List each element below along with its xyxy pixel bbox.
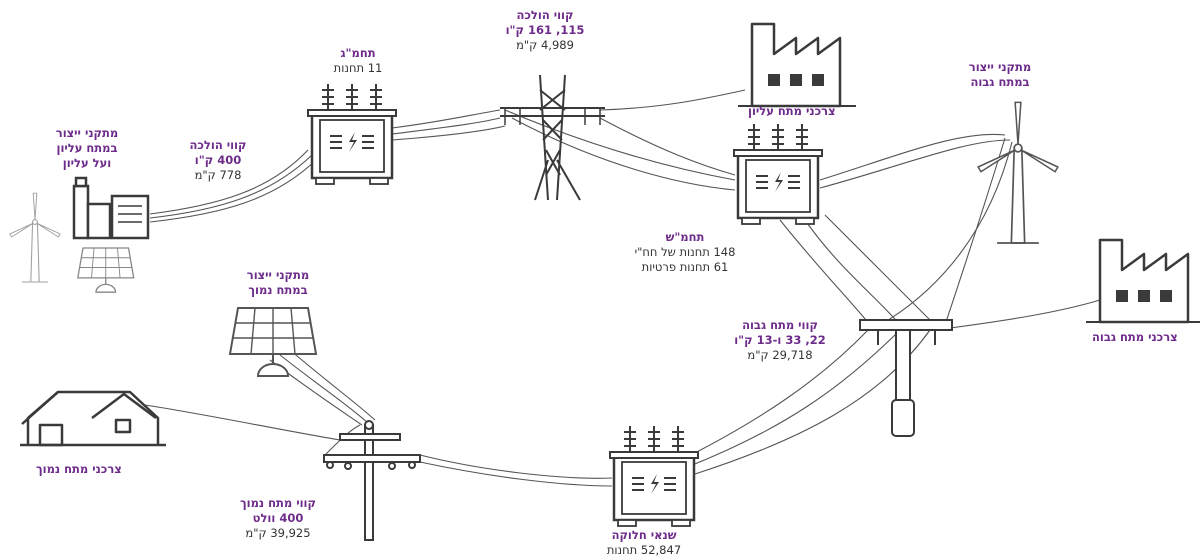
low-voltage-pole-icon [323,420,421,541]
producers-extra-voltage: במתח עליון [56,141,118,155]
high-voltage-lines-voltage: 22, 33 ו-13 ק"ו [734,333,826,347]
house-icon [20,390,166,447]
distribution-transformer-icon [608,424,700,528]
producers-extra-label: מתקני ייצור במתח עליון ועל עליון [42,126,132,171]
wind-producers-label: מתקני ייצור במתח גבוה [960,60,1040,90]
solar-low-voltage: במתח נמוך [248,283,308,297]
low-voltage-lines-length: 39,925 ק"מ [245,526,311,540]
transmission-161-label: קווי הולכה 115, 161 ק"ו 4,989 ק"מ [490,8,600,53]
low-voltage-lines-title: קווי מתח נמוך [240,496,316,510]
power-plant-icon [72,176,150,240]
solar-low-title: מתקני ייצור [246,268,310,282]
tahmash-iec-count: 148 תחנות של חח"י [634,245,736,259]
high-voltage-lines-title: קווי מתח גבוה [742,318,818,332]
solar-panel-small-icon [77,247,135,293]
high-voltage-lines-label: קווי מתח גבוה 22, 33 ו-13 ק"ו 29,718 ק"מ [720,318,840,363]
distribution-transformers-count: 52,847 תחנות [606,543,682,557]
transmission-tower [500,74,605,201]
power-lines [144,89,1101,487]
wind-turbine-small-icon [9,192,61,283]
extra-high-consumers-label: צרכני מתח עליון [748,104,836,118]
wind-turbine-high-icon [977,101,1059,244]
transmission-161-title: קווי הולכה [516,8,574,22]
transmission-400-length: 778 ק"מ [194,168,242,182]
high-voltage-lines-length: 29,718 ק"מ [747,348,813,362]
tahmag-title: תחמ"ג [340,46,376,60]
low-voltage-lines-voltage: 400 וולט [252,511,304,525]
tahmag-count: 11 תחנות [333,61,383,75]
low-voltage-lines-label: קווי מתח נמוך 400 וולט 39,925 ק"מ [228,496,328,541]
factory-extra-high-icon [736,22,858,108]
high-voltage-pole-icon [859,319,953,437]
wind-producers-title: מתקני ייצור [968,60,1032,74]
tahmash-title: תחמ"ש [665,230,705,244]
producers-extra-voltage2: ועל עליון [62,156,112,170]
producers-extra-title: מתקני ייצור [55,126,119,140]
transmission-161-length: 4,989 ק"מ [516,38,574,52]
wind-producers-voltage: במתח גבוה [970,75,1030,89]
solar-low-label: מתקני ייצור במתח נמוך [228,268,328,298]
transmission-400-voltage: 400 ק"ו [194,153,242,167]
factory-high-icon [1084,238,1200,324]
tahmash-label: תחמ"ש 148 תחנות של חח"י 61 תחנות פרטיות [610,230,760,275]
tahmash-private-count: 61 תחנות פרטיות [641,260,729,274]
transmission-161-voltage: 115, 161 ק"ו [505,23,585,37]
tahmag-label: תחמ"ג 11 תחנות [318,46,398,76]
transmission-400-label: קווי הולכה 400 ק"ו 778 ק"מ [178,138,258,183]
distribution-transformers-label: שנאי חלוקה 52,847 תחנות [594,528,694,558]
solar-panel-low-icon [229,307,317,377]
distribution-transformers-title: שנאי חלוקה [611,528,677,542]
low-consumers-label: צרכני מתח נמוך [36,462,122,476]
transmission-400-title: קווי הולכה [189,138,247,152]
high-consumers-label: צרכני מתח גבוה [1092,330,1178,344]
tahmag-transformer-icon [306,82,398,186]
tahmash-transformer-icon [732,122,824,226]
